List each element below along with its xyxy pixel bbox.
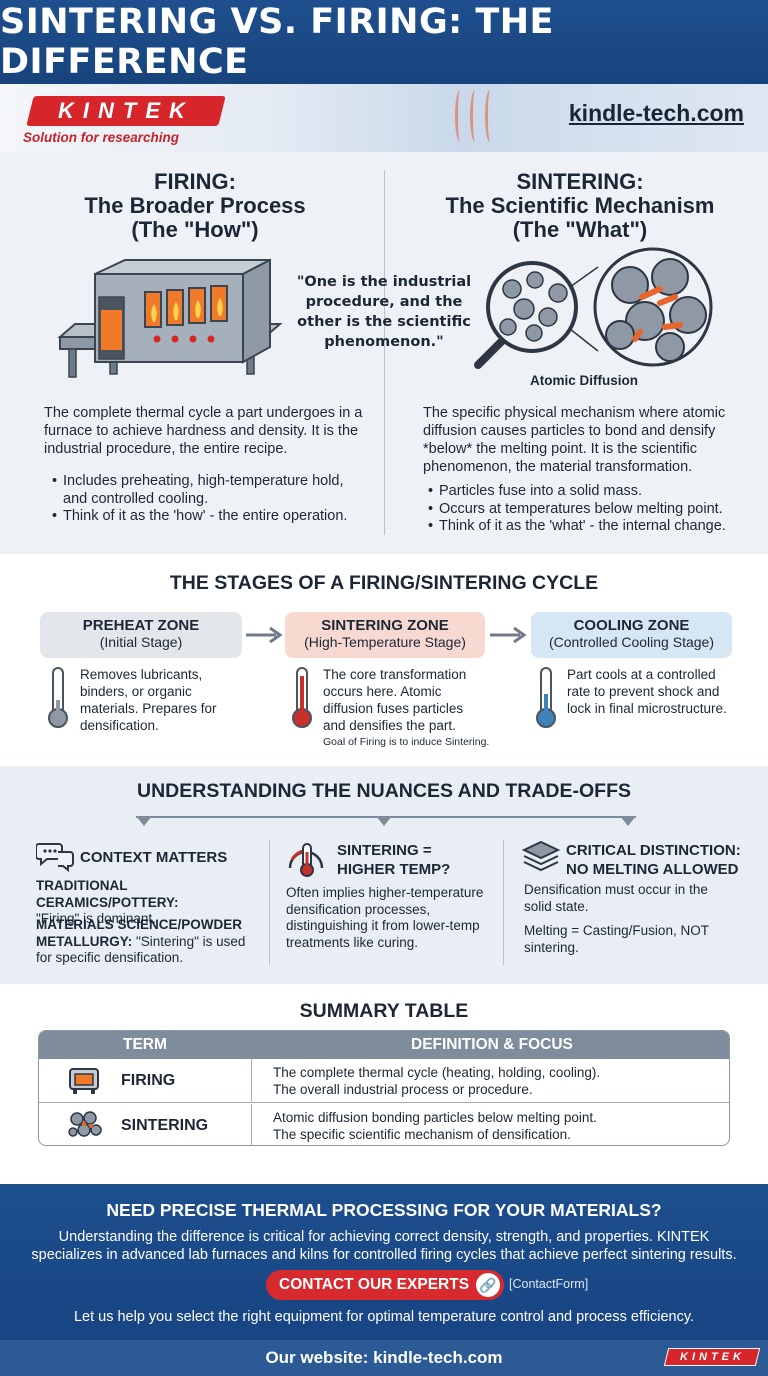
thermometer-cool-icon bbox=[48, 667, 68, 728]
sintering-title: SINTERING: The Scientific Mechanism (The… bbox=[445, 169, 715, 242]
layers-icon bbox=[522, 840, 560, 872]
stages-heading: THE STAGES OF A FIRING/SINTERING CYCLE bbox=[169, 572, 599, 594]
sintering-bullets: Particles fuse into a solid mass. Occurs… bbox=[426, 483, 746, 536]
footer-website[interactable]: Our website: kindle-tech.com bbox=[265, 1348, 503, 1367]
connector-tick bbox=[376, 816, 392, 826]
page-title: SINTERING VS. FIRING: THE DIFFERENCE bbox=[0, 2, 554, 82]
link-icon: 🔗 bbox=[476, 1273, 500, 1297]
summary-section: SUMMARY TABLE TERM DEFINITION & FOCUS FI… bbox=[0, 984, 768, 1184]
central-quote: "One is the industrial procedure, and th… bbox=[296, 274, 472, 350]
table-row: FIRING The complete thermal cycle (heati… bbox=[39, 1059, 729, 1103]
connector-tick bbox=[620, 816, 636, 826]
definition-sintering: Atomic diffusion bonding particles below… bbox=[273, 1110, 597, 1142]
summary-table: TERM DEFINITION & FOCUS FIRING The compl… bbox=[38, 1030, 730, 1146]
particles-icon bbox=[68, 1111, 102, 1137]
term-firing: FIRING bbox=[121, 1072, 176, 1089]
thermometer-cold-icon bbox=[536, 667, 556, 728]
speech-bubbles-icon bbox=[36, 843, 74, 872]
column-header-term: TERM bbox=[123, 1036, 167, 1053]
column-divider bbox=[503, 840, 504, 965]
comparison-section: FIRING: The Broader Process (The "How") … bbox=[0, 152, 768, 554]
summary-heading: SUMMARY TABLE bbox=[299, 1000, 469, 1022]
critical-title: CRITICAL DISTINCTION: NO MELTING ALLOWED bbox=[566, 842, 741, 878]
definition-firing: The complete thermal cycle (heating, hol… bbox=[273, 1065, 601, 1097]
context-text-ceramics: TRADITIONAL CERAMICS/POTTERY: "Firing" i… bbox=[36, 878, 179, 926]
list-item: Occurs at temperatures below melting poi… bbox=[426, 501, 746, 519]
critical-text-solid: Densification must occur in the solid st… bbox=[524, 882, 708, 914]
preheat-zone: PREHEAT ZONE (Initial Stage) bbox=[40, 612, 242, 658]
list-item: Includes preheating, high-temperature ho… bbox=[50, 473, 370, 508]
context-text-materials: MATERIALS SCIENCE/POWDER METALLURGY: "Si… bbox=[36, 917, 246, 965]
heat-wave-decoration bbox=[470, 90, 480, 142]
table-header: TERM DEFINITION & FOCUS bbox=[39, 1031, 729, 1059]
heat-wave-decoration bbox=[455, 90, 465, 142]
title-banner: SINTERING VS. FIRING: THE DIFFERENCE bbox=[0, 0, 768, 84]
temp-title: SINTERING = HIGHER TEMP? bbox=[337, 842, 451, 878]
kintek-logo[interactable]: KINTEK bbox=[26, 96, 226, 126]
furnace-icon bbox=[69, 1068, 99, 1094]
column-divider bbox=[269, 840, 270, 965]
column-divider bbox=[384, 170, 385, 535]
nuances-heading: UNDERSTANDING THE NUANCES AND TRADE-OFFS bbox=[137, 780, 631, 802]
sintering-zone: SINTERING ZONE (High-Temperature Stage) bbox=[285, 612, 485, 658]
temp-text: Often implies higher-temperature densifi… bbox=[286, 885, 484, 950]
contact-form-reference: [ContactForm] bbox=[509, 1277, 589, 1291]
thermometer-hot-icon bbox=[292, 667, 312, 728]
cta-section: NEED PRECISE THERMAL PROCESSING FOR YOUR… bbox=[0, 1184, 768, 1340]
critical-text-melting: Melting = Casting/Fusion, NOT sintering. bbox=[524, 923, 709, 955]
connector-tick bbox=[136, 816, 152, 826]
arrow-right-icon bbox=[490, 626, 527, 644]
list-item: Think of it as the 'what' - the internal… bbox=[426, 518, 746, 536]
preheat-description: Removes lubricants, binders, or organic … bbox=[80, 667, 217, 733]
cta-lead: Understanding the difference is critical… bbox=[31, 1229, 737, 1263]
list-item: Particles fuse into a solid mass. bbox=[426, 483, 746, 501]
footer-kintek-logo: KINTEK bbox=[663, 1348, 761, 1366]
logo-tagline: Solution for researching bbox=[23, 130, 180, 145]
contact-experts-button[interactable]: CONTACT OUR EXPERTS 🔗 bbox=[266, 1270, 504, 1300]
table-row: SINTERING Atomic diffusion bonding parti… bbox=[39, 1104, 729, 1145]
cta-footer-text: Let us help you select the right equipme… bbox=[73, 1309, 695, 1325]
cooling-zone: COOLING ZONE (Controlled Cooling Stage) bbox=[531, 612, 732, 658]
thermometer-gauge-icon bbox=[288, 843, 324, 877]
cooling-description: Part cools at a controlled rate to preve… bbox=[567, 667, 727, 716]
context-title: CONTEXT MATTERS bbox=[80, 849, 228, 866]
atomic-diffusion-icon bbox=[474, 247, 713, 369]
sintering-zone-description: The core transformation occurs here. Ato… bbox=[323, 667, 467, 733]
heat-wave-decoration bbox=[485, 90, 495, 142]
firing-bullets: Includes preheating, high-temperature ho… bbox=[50, 473, 370, 526]
list-item: Think of it as the 'how' - the entire op… bbox=[50, 508, 370, 526]
firing-title: FIRING: The Broader Process (The "How") bbox=[84, 169, 306, 242]
footer-bar: Our website: kindle-tech.com KINTEK bbox=[0, 1340, 768, 1376]
atomic-diffusion-label: Atomic Diffusion bbox=[530, 373, 638, 388]
sintering-description: The specific physical mechanism where at… bbox=[423, 405, 726, 475]
stages-section: THE STAGES OF A FIRING/SINTERING CYCLE P… bbox=[0, 554, 768, 766]
firing-description: The complete thermal cycle a part underg… bbox=[44, 405, 363, 457]
arrow-right-icon bbox=[246, 626, 283, 644]
brand-strip: KINTEK Solution for researching kindle-t… bbox=[0, 84, 768, 152]
furnace-icon bbox=[57, 258, 283, 378]
nuances-section: UNDERSTANDING THE NUANCES AND TRADE-OFFS… bbox=[0, 766, 768, 984]
website-link[interactable]: kindle-tech.com bbox=[568, 100, 744, 126]
cta-heading: NEED PRECISE THERMAL PROCESSING FOR YOUR… bbox=[106, 1200, 662, 1220]
column-header-definition: DEFINITION & FOCUS bbox=[411, 1036, 573, 1053]
stages-note: Goal of Firing is to induce Sintering. bbox=[323, 736, 490, 748]
term-sintering: SINTERING bbox=[121, 1117, 209, 1134]
